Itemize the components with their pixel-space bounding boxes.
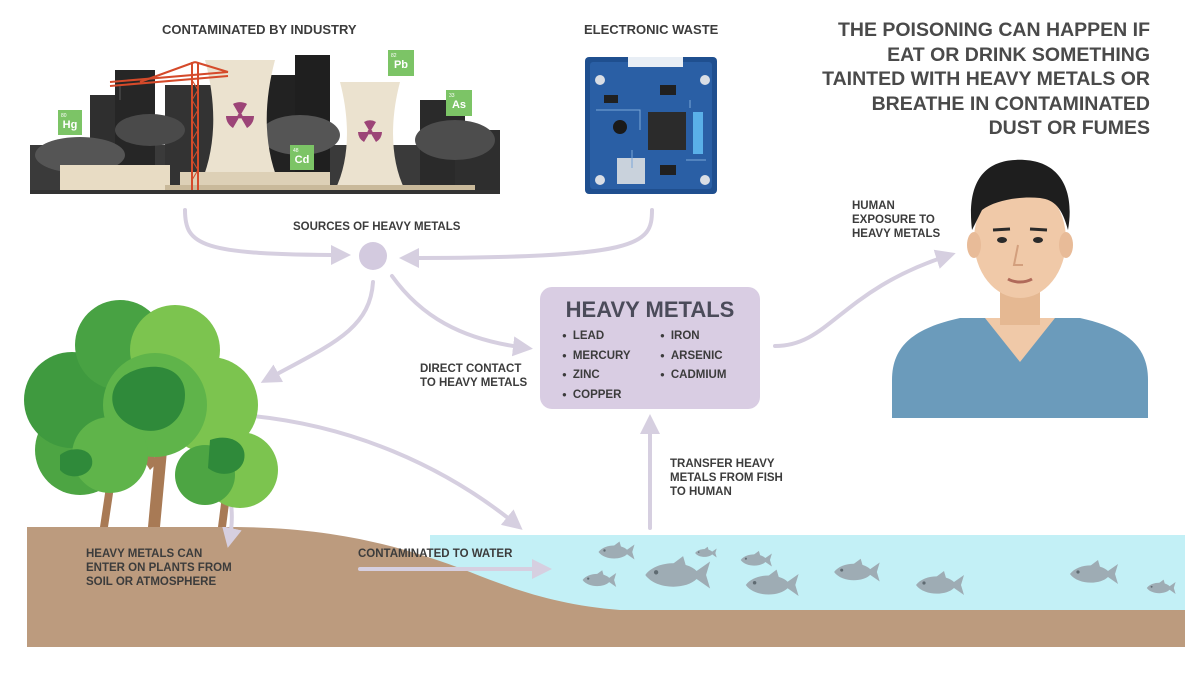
water-body: [430, 535, 1185, 613]
caption-line: ENTER ON PLANTS FROM: [86, 562, 232, 574]
sources-hub: [359, 242, 387, 270]
caption-human-exposure: HUMAN EXPOSURE TO HEAVY METALS: [852, 199, 940, 241]
caption-line: TO HUMAN: [670, 486, 732, 498]
svg-text:80: 80: [61, 113, 67, 119]
metal-item: LEAD: [562, 327, 631, 347]
metal-item: CADMIUM: [660, 366, 727, 386]
caption-transfer-fish: TRANSFER HEAVY METALS FROM FISH TO HUMAN: [670, 457, 783, 499]
metal-item: MERCURY: [562, 347, 631, 367]
caption-water: CONTAMINATED TO WATER: [358, 548, 513, 560]
heavy-metals-box: HEAVY METALS LEAD MERCURY ZINC COPPER IR…: [540, 287, 760, 409]
element-tile-pb: 82 Pb: [388, 50, 414, 76]
caption-electronic-waste: ELECTRONIC WASTE: [584, 22, 719, 37]
caption-sources: SOURCES OF HEAVY METALS: [293, 221, 461, 233]
arrow-box-to-human: [773, 249, 956, 348]
svg-text:48: 48: [293, 148, 299, 154]
caption-line: DIRECT CONTACT: [420, 363, 522, 375]
svg-text:As: As: [452, 99, 466, 111]
caption-direct-contact: DIRECT CONTACT TO HEAVY METALS: [420, 362, 527, 390]
caption-line: EXPOSURE TO: [852, 214, 935, 226]
headline-line: BREATHE IN CONTAMINATED: [871, 92, 1150, 115]
metal-item: IRON: [660, 327, 726, 347]
caption-line: TRANSFER HEAVY: [670, 458, 775, 470]
svg-text:Pb: Pb: [394, 59, 408, 71]
heavy-metals-title: HEAVY METALS: [565, 297, 735, 322]
element-tile-as: 33 As: [446, 90, 472, 116]
caption-line: HEAVY METALS CAN: [86, 548, 203, 560]
soil-ground: [27, 527, 1185, 647]
metal-item: COPPER: [562, 386, 631, 406]
arrow-industry-to-hub: [183, 208, 351, 265]
arrow-hub-to-box: [390, 274, 533, 357]
headline-line: DUST OR FUMES: [988, 117, 1150, 139]
human-illustration: [892, 159, 1148, 418]
metals-list-left: LEAD MERCURY ZINC COPPER: [562, 327, 631, 405]
metals-list-right: IRON ARSENIC CADMIUM: [660, 327, 727, 386]
caption-line: HUMAN: [852, 200, 895, 212]
element-tile-hg: 80 Hg: [58, 110, 82, 135]
headline-line: THE POISONING CAN HAPPEN IF: [837, 19, 1150, 41]
flow-arrows: [183, 208, 956, 579]
headline-line: TAINTED WITH HEAVY METALS OR: [822, 68, 1150, 90]
industry-illustration: [30, 55, 500, 194]
caption-line: SOIL OR ATMOSPHERE: [86, 576, 217, 588]
svg-text:82: 82: [391, 53, 397, 59]
arrow-ewaste-to-hub: [399, 208, 654, 268]
svg-text:33: 33: [449, 93, 455, 99]
caption-line: HEAVY METALS: [852, 228, 941, 240]
circuit-board-illustration: [585, 57, 717, 194]
metal-item: ZINC: [562, 366, 631, 386]
headline-line: EAT OR DRINK SOMETHING: [887, 43, 1150, 66]
arrow-hub-to-tree: [260, 280, 375, 383]
arrow-tree-to-water: [224, 412, 523, 530]
metal-item: ARSENIC: [660, 347, 726, 367]
element-tile-cd: 48 Cd: [290, 145, 314, 170]
caption-line: METALS FROM FISH: [670, 472, 783, 484]
caption-plants: HEAVY METALS CAN ENTER ON PLANTS FROM SO…: [86, 547, 232, 589]
caption-line: TO HEAVY METALS: [420, 377, 528, 389]
headline: THE POISONING CAN HAPPEN IF EAT OR DRINK…: [790, 18, 1150, 141]
trees-illustration: [24, 300, 278, 527]
caption-industry: CONTAMINATED BY INDUSTRY: [162, 22, 357, 37]
svg-text:Cd: Cd: [295, 154, 310, 166]
svg-text:Hg: Hg: [63, 119, 78, 131]
